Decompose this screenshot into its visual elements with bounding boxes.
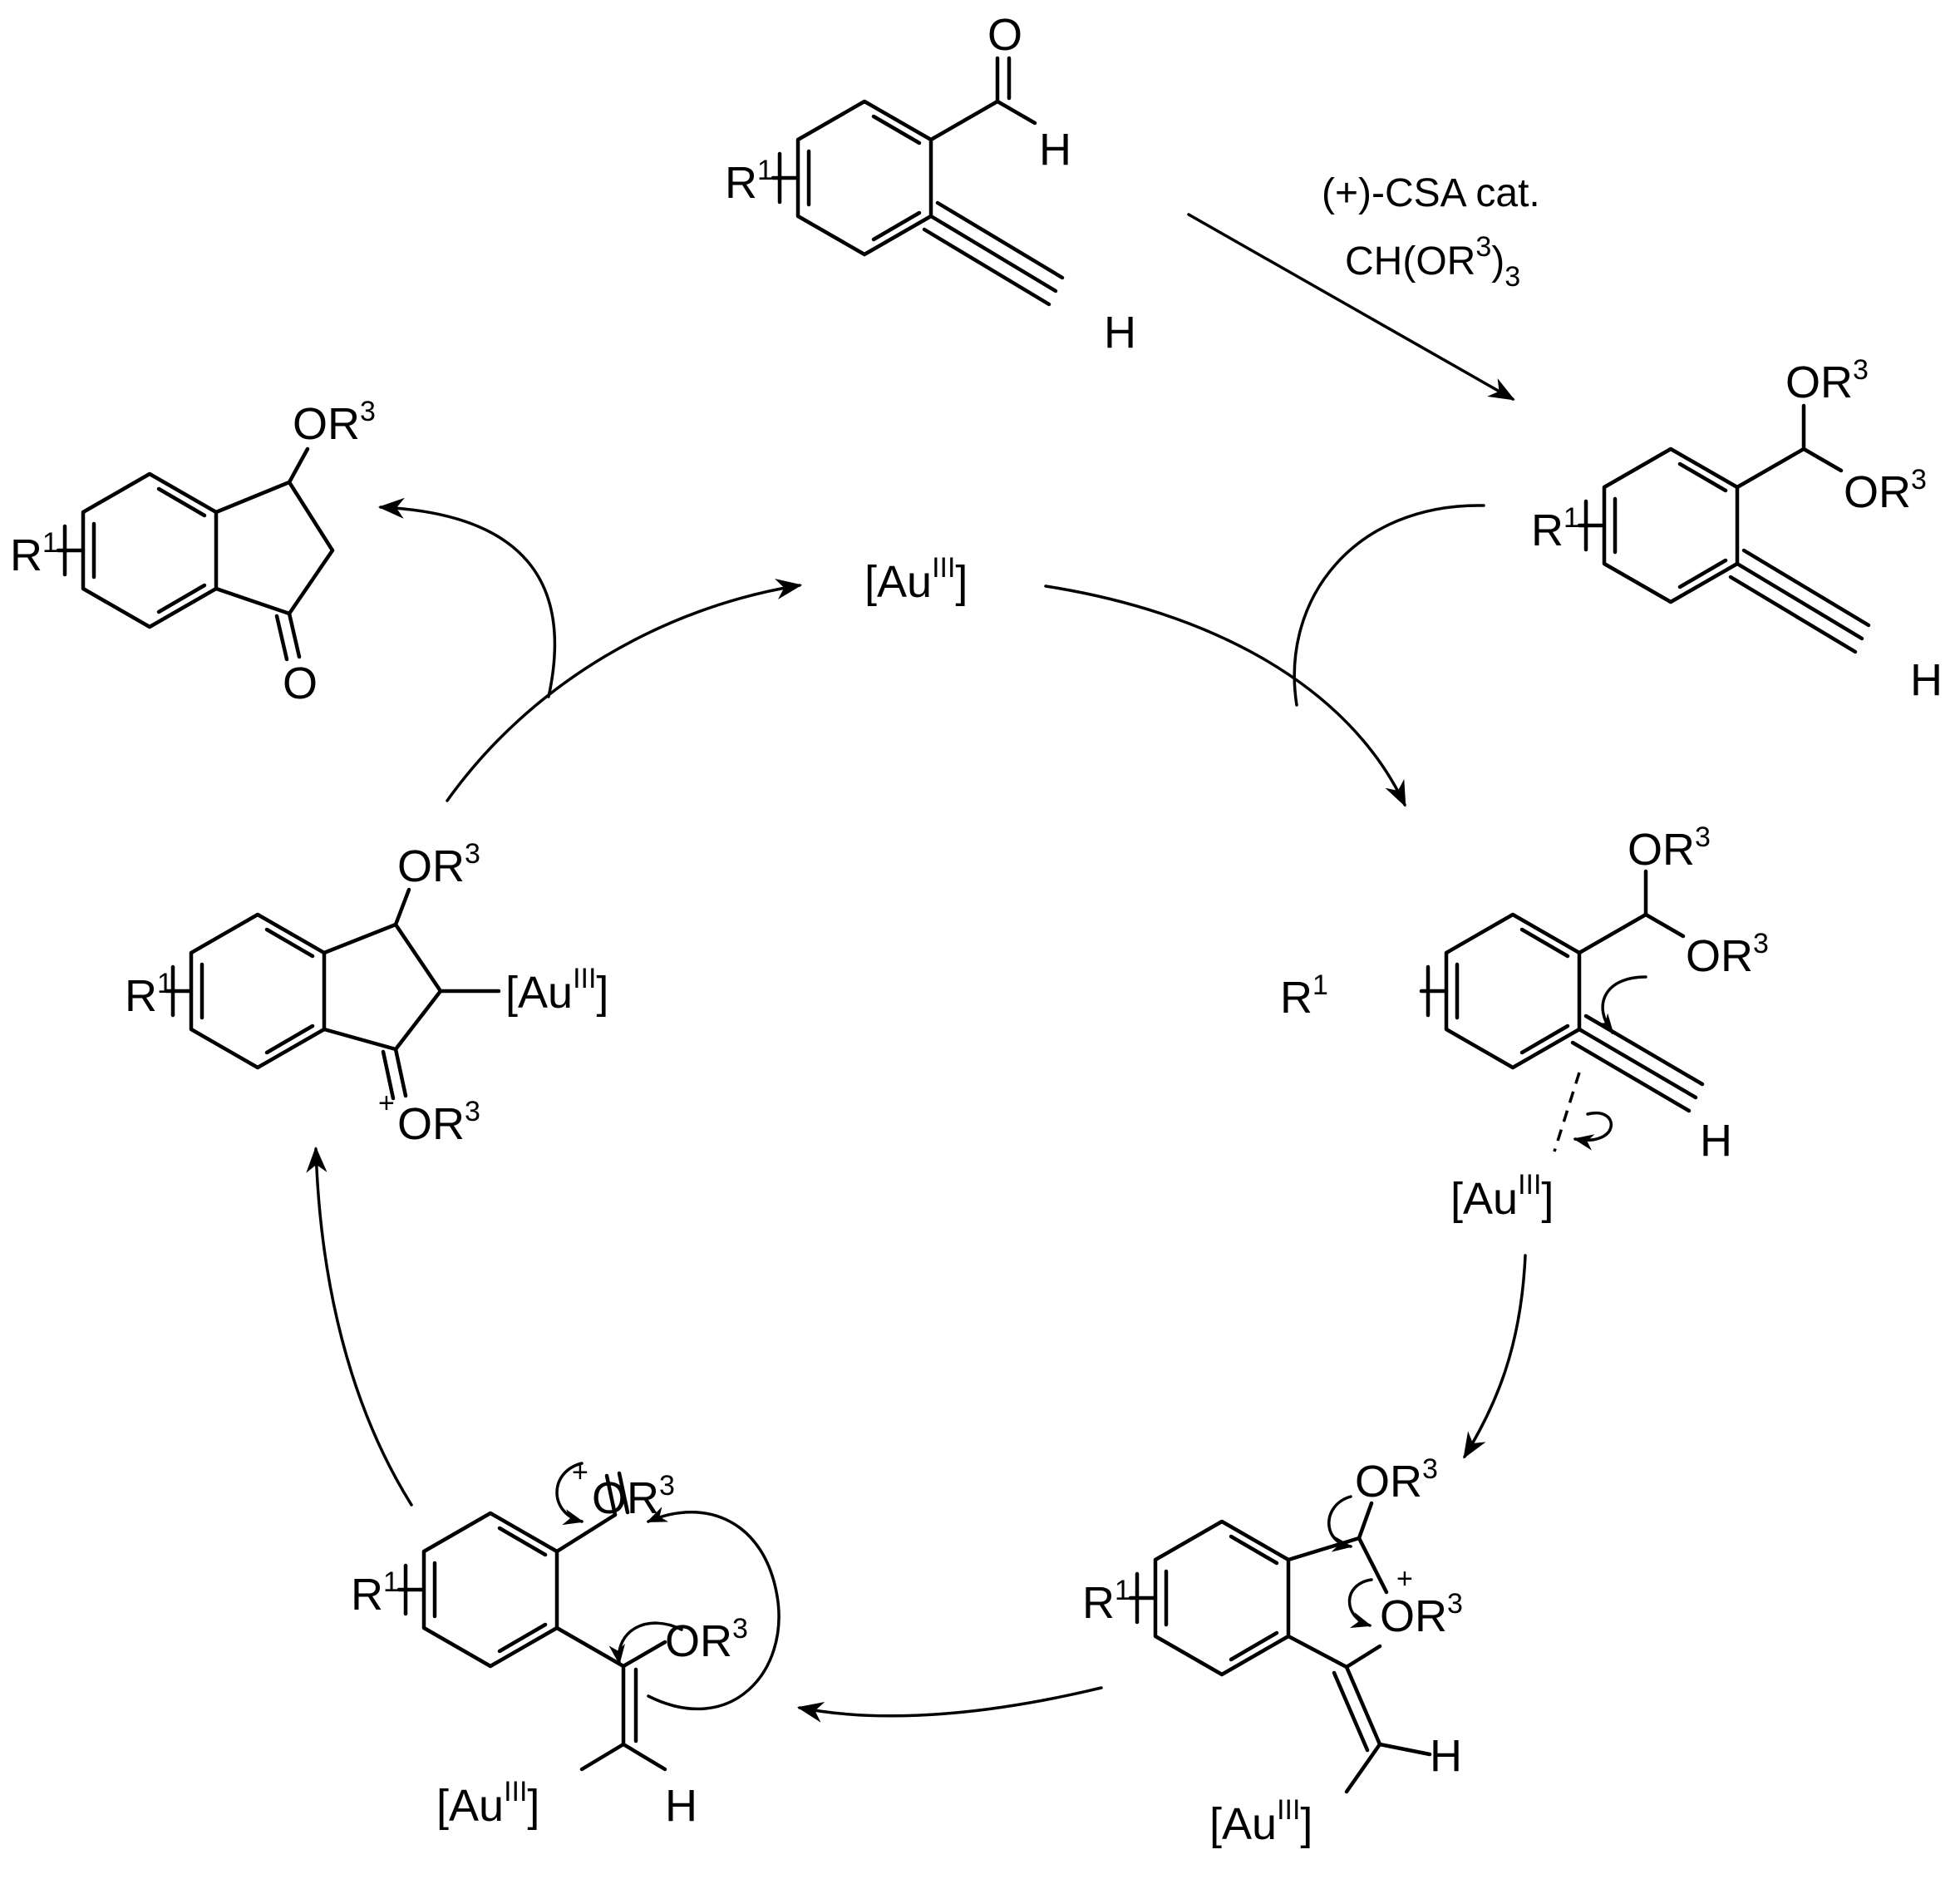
electron-push-arrow <box>1327 1495 1353 1552</box>
substituent-label: OR3 <box>1628 821 1711 875</box>
atom-label: H <box>1910 655 1943 705</box>
catalyst-label: [AuIII] <box>864 552 968 607</box>
acetalization-step: (+)-CSA cat. CH(OR3)3 <box>1187 171 1540 401</box>
pi-coordination-bond <box>1553 1072 1581 1152</box>
substituent-label: OR3 <box>397 838 480 891</box>
electron-push-arrow <box>555 1462 584 1526</box>
atom-label: H <box>1039 125 1071 175</box>
charge-label: + <box>378 1087 395 1119</box>
substituent-label: OR3 <box>397 1096 480 1149</box>
starting-aldehyde: O H H R1 <box>725 10 1136 358</box>
atom-label: O <box>987 10 1022 60</box>
substituent-label: R1 <box>351 1566 399 1620</box>
intermediate-au-indanyl: OR3 [AuIII] + OR3 R1 <box>125 838 608 1149</box>
au-label: [AuIII] <box>505 963 608 1018</box>
substituent-label: OR3 <box>1686 928 1769 981</box>
atom-label: H <box>1104 308 1136 358</box>
electron-push-arrow <box>1594 975 1647 1034</box>
substituent-label: R1 <box>1531 502 1579 555</box>
substituent-label: OR3 <box>665 1613 748 1666</box>
electron-push-arrow <box>1347 1578 1373 1628</box>
benzene-ring <box>189 912 327 1070</box>
cycle-arrow-4 <box>306 1146 413 1507</box>
substrate-entry-arrow <box>1293 504 1485 707</box>
electron-push-arrow <box>1573 1111 1613 1151</box>
atom-label: O <box>283 658 318 708</box>
substituent-label: OR3 <box>1785 354 1869 407</box>
benzene-ring <box>1153 1519 1291 1677</box>
conditions-line2: CH(OR3)3 <box>1345 231 1520 293</box>
au-label: [AuIII] <box>1209 1794 1312 1849</box>
conditions-line1: (+)-CSA cat. <box>1322 171 1540 215</box>
benzene-ring <box>81 471 219 629</box>
benzene-ring <box>421 1511 559 1669</box>
substituent-label: OR3 <box>592 1470 675 1523</box>
reaction-arrow <box>1187 213 1515 401</box>
substituent-label: R1 <box>1280 969 1328 1023</box>
cycle-arrow-3 <box>796 1686 1103 1723</box>
substituent-label: OR3 <box>1355 1453 1438 1507</box>
intermediate-oxonium-ring: OR3 + OR3 H [AuIII] R1 <box>1082 1453 1463 1849</box>
atom-label: H <box>665 1781 697 1831</box>
cycle-arrow-5 <box>446 579 803 802</box>
benzene-ring <box>1444 912 1582 1070</box>
intermediate-pi-complex: OR3 OR3 H [AuIII] R1 <box>1280 821 1769 1224</box>
substituent-label: OR3 <box>293 396 376 449</box>
benzene-ring <box>795 99 933 257</box>
atom-label: H <box>1700 1116 1732 1166</box>
substituent-label: R1 <box>125 968 173 1021</box>
electron-push-arrow <box>646 1507 781 1711</box>
au-label: [AuIII] <box>436 1776 539 1831</box>
benzene-ring <box>1602 446 1740 604</box>
charge-label: + <box>572 1457 588 1488</box>
acetal-substrate: OR3 OR3 H R1 <box>1531 354 1943 705</box>
charge-label: + <box>1396 1563 1413 1595</box>
cycle-arrow-2 <box>1463 1254 1527 1459</box>
atom-label: H <box>1430 1731 1462 1781</box>
au-label: [AuIII] <box>1450 1169 1554 1224</box>
electron-push-arrow <box>608 1621 683 1665</box>
product-release-arrow <box>377 497 557 698</box>
substituent-label: OR3 <box>1844 464 1927 517</box>
substituent-label: R1 <box>725 155 773 208</box>
substituent-label: R1 <box>10 527 58 580</box>
substituent-label: R1 <box>1082 1575 1130 1628</box>
cycle-arrow-1 <box>1044 584 1406 807</box>
indanone-product: OR3 O R1 <box>10 396 376 708</box>
intermediate-oxocarbenium: + OR3 OR3 H [AuIII] R1 <box>351 1457 781 1831</box>
substituent-label: OR3 <box>1380 1588 1463 1641</box>
